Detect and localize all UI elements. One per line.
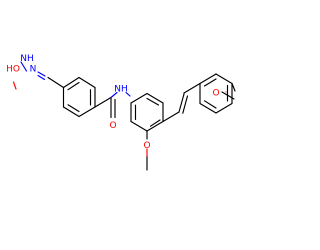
hydrazine-nh-label: NH [20, 54, 34, 64]
carbonyl-oxygen-label: O [109, 121, 116, 131]
amide-group [94, 91, 131, 119]
right-methoxy-oxygen-label: O [212, 89, 219, 99]
hydrazone-chain [12, 61, 65, 90]
hydroxy-label: HO [6, 65, 20, 75]
stilbene-linker [162, 93, 189, 123]
right-benzene-ring [183, 73, 233, 114]
central-benzene-ring [130, 92, 164, 132]
right-methoxy-bonds [215, 73, 227, 93]
left-benzene-ring [62, 76, 96, 118]
imine-nitrogen-label: N [30, 65, 37, 75]
amide-nh-label: NH [114, 85, 128, 95]
lower-methoxy-oxygen-label: O [143, 141, 150, 151]
chemical-structure-diagram: N NH HO O NH O [6, 54, 236, 171]
right-methoxy-methyl-bond [221, 91, 235, 100]
